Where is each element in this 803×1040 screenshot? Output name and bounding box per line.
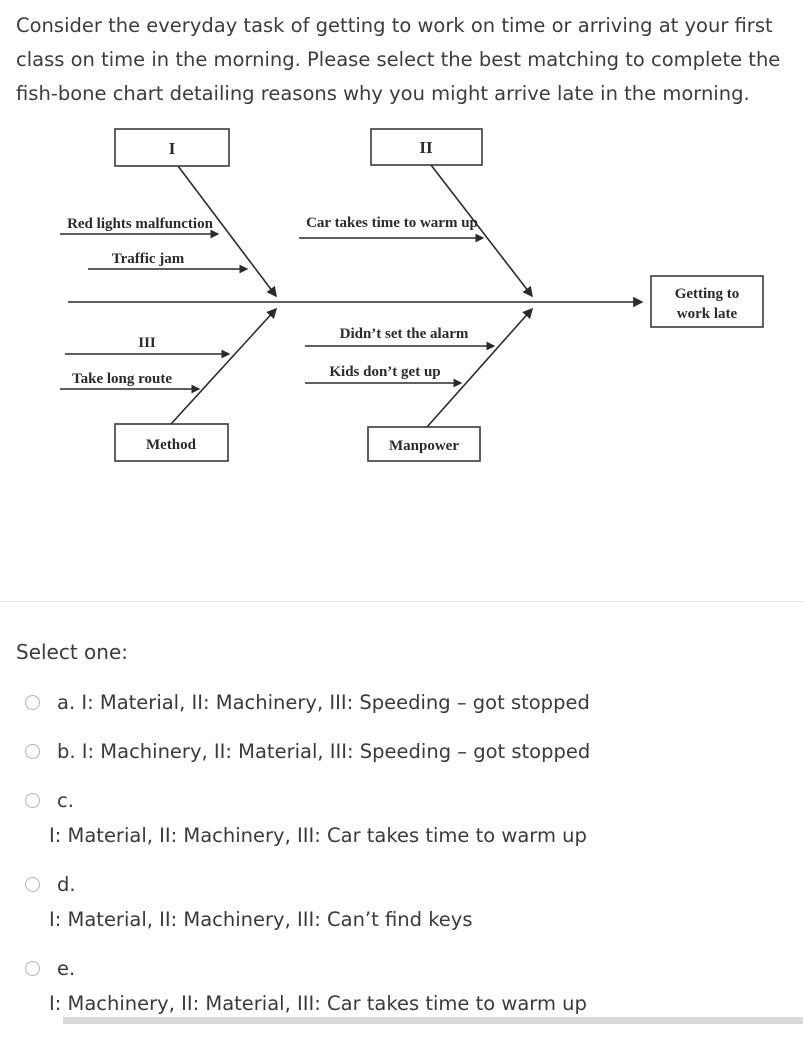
box-category-2-label: II: [419, 138, 433, 157]
answer-section: Select one: a. I: Material, II: Machiner…: [0, 640, 803, 1040]
label-red-lights: Red lights malfunction: [67, 216, 214, 232]
option-a-key: a.: [57, 691, 76, 714]
option-d-text: I: Material, II: Machinery, III: Can’t f…: [49, 908, 473, 931]
option-e-label: e. I: Machinery, II: Material, III: Car …: [49, 956, 587, 1017]
option-b-label: b. I: Machinery, II: Material, III: Spee…: [57, 739, 590, 765]
label-alarm: Didn’t set the alarm: [340, 326, 469, 342]
option-a-text: I: Material, II: Machinery, III: Speedin…: [81, 691, 590, 714]
box-effect: [650, 275, 764, 328]
option-c-text: I: Material, II: Machinery, III: Car tak…: [49, 824, 587, 847]
option-e[interactable]: e. I: Machinery, II: Material, III: Car …: [25, 956, 803, 1017]
option-b-text: I: Machinery, II: Material, III: Speedin…: [81, 740, 591, 763]
option-c-key: c.: [57, 789, 74, 812]
option-c-label: c. I: Material, II: Machinery, III: Car …: [49, 788, 587, 849]
label-iii: III: [138, 335, 156, 351]
box-manpower: [367, 426, 481, 462]
bone-lower-middle: [426, 307, 534, 428]
box-method: [114, 423, 229, 462]
label-kids: Kids don’t get up: [329, 364, 440, 380]
options-list: a. I: Material, II: Machinery, III: Spee…: [0, 690, 803, 1017]
option-a[interactable]: a. I: Material, II: Machinery, III: Spee…: [25, 690, 803, 716]
label-long-route: Take long route: [72, 371, 172, 387]
question-text: Consider the everyday task of getting to…: [16, 14, 781, 105]
box-effect-line2: work late: [677, 306, 738, 322]
option-b[interactable]: b. I: Machinery, II: Material, III: Spee…: [25, 739, 803, 765]
bone-upper-left: [177, 165, 277, 298]
box-effect-line1: Getting to: [675, 286, 740, 302]
box-category-1: [114, 128, 230, 167]
fishbone-diagram: Red lights malfunction Traffic jam Car t…: [0, 117, 803, 479]
radio-option-d[interactable]: [25, 877, 40, 892]
radio-option-a[interactable]: [25, 695, 40, 710]
cropped-next-element-edge: [63, 1017, 803, 1024]
label-traffic-jam: Traffic jam: [112, 251, 185, 267]
option-e-text: I: Machinery, II: Material, III: Car tak…: [49, 992, 587, 1015]
bone-lower-left: [170, 307, 278, 425]
option-c[interactable]: c. I: Material, II: Machinery, III: Car …: [25, 788, 803, 849]
option-d-key: d.: [57, 873, 76, 896]
option-d[interactable]: d. I: Material, II: Machinery, III: Can’…: [25, 872, 803, 933]
box-manpower-label: Manpower: [389, 438, 459, 454]
option-d-label: d. I: Material, II: Machinery, III: Can’…: [49, 872, 473, 933]
radio-option-c[interactable]: [25, 793, 40, 808]
select-one-prompt: Select one:: [16, 640, 129, 664]
option-b-key: b.: [57, 740, 76, 763]
radio-option-b[interactable]: [25, 744, 40, 759]
option-a-label: a. I: Material, II: Machinery, III: Spee…: [57, 690, 590, 716]
option-e-key: e.: [57, 957, 76, 980]
box-category-1-label: I: [169, 139, 176, 158]
box-category-2: [370, 128, 483, 166]
label-car-warm-up: Car takes time to warm up: [306, 215, 478, 231]
box-method-label: Method: [146, 437, 197, 453]
radio-option-e[interactable]: [25, 961, 40, 976]
bone-upper-middle: [430, 164, 533, 298]
section-divider: [0, 601, 803, 602]
